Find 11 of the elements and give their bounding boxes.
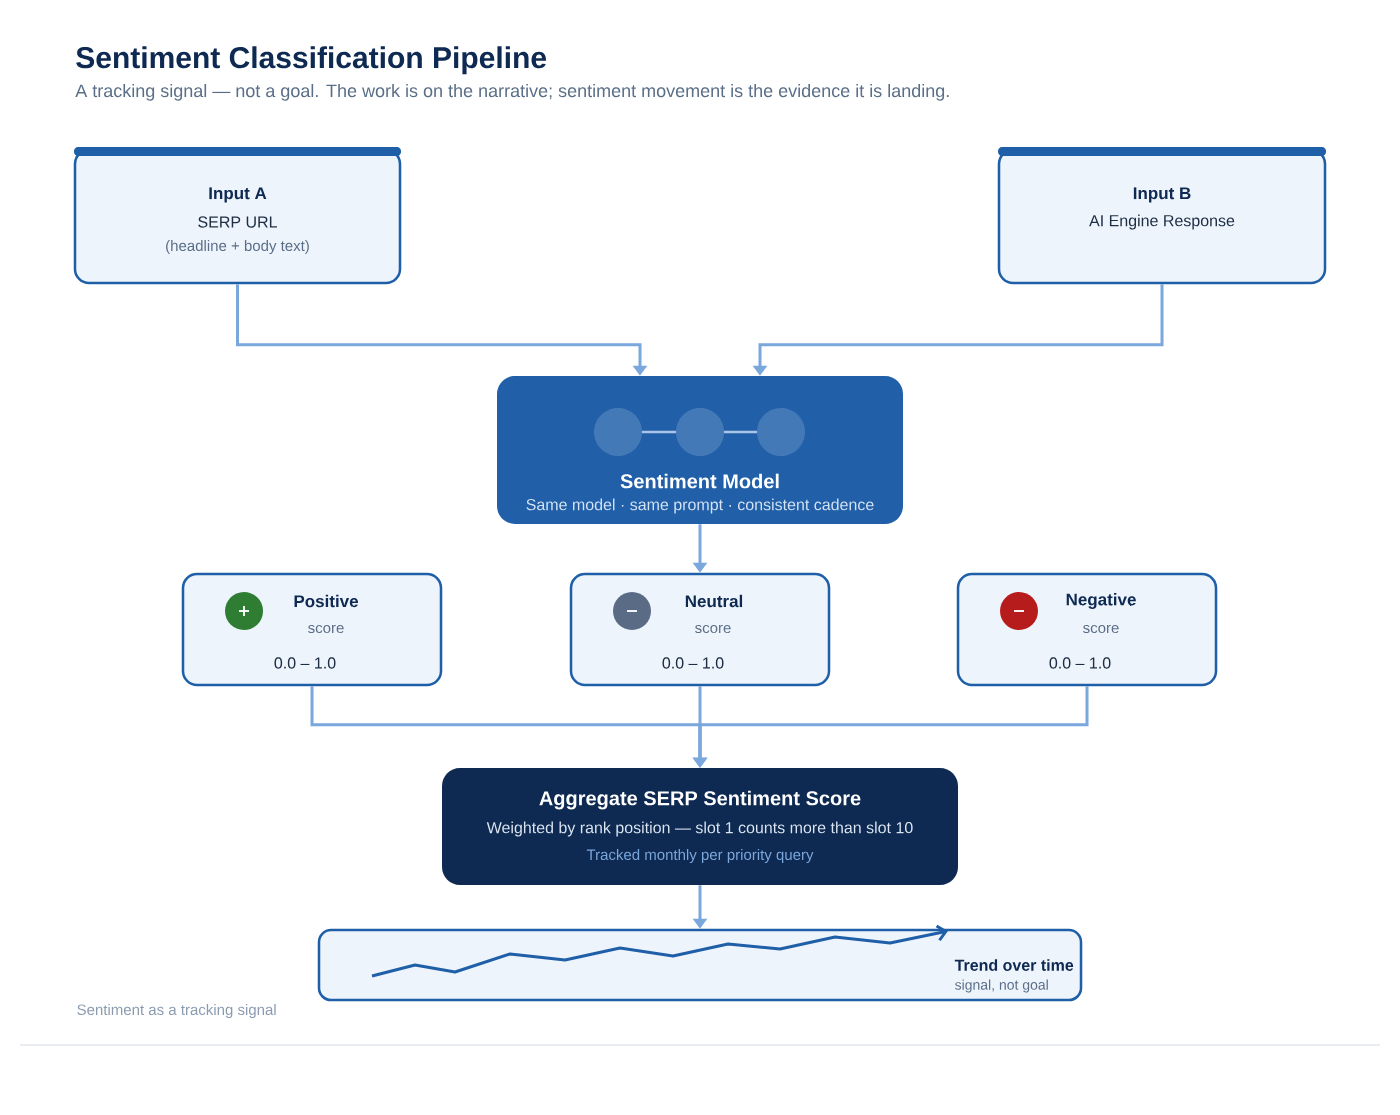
model-box: Sentiment Model Same model · same prompt · consistent cadence [497,376,903,524]
title: Sentiment Classification Pipeline [76,46,547,75]
trend-box: Trend over time signal, not goal [317,928,1083,1002]
score-card: Neutral score 0.0 – 1.0 [569,572,831,687]
result-box: Aggregate SERP Sentiment Score Weighted by rank position — slot 1 counts more than slot 10 Tracked monthly per priority query [442,768,958,885]
caption: Sentiment as a tracking signal [77,1004,276,1018]
input-card: Input A SERP URL (headline + body text) [73,147,402,285]
score-card: Negative score 0.0 – 1.0 [956,572,1218,687]
input-card: Input B AI Engine Response [997,147,1327,285]
score-card: Positive score 0.0 – 1.0 [181,572,443,687]
subtitle: A tracking signal — not a goal. The work is on the narrative; sentiment movement is the evidence it is landing. [75,83,949,101]
